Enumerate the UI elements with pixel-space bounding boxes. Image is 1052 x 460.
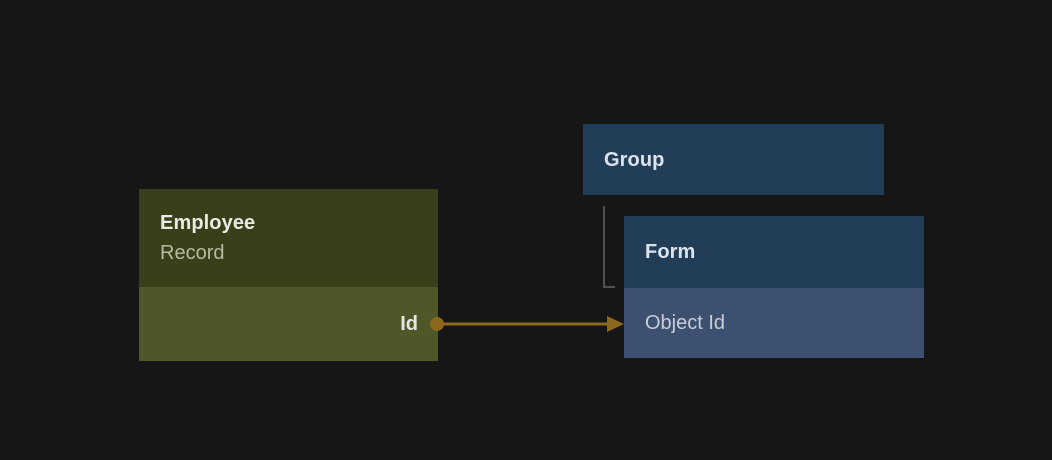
field-id[interactable]: Id bbox=[139, 287, 438, 361]
edge-id-to-object-id[interactable] bbox=[430, 316, 624, 332]
node-form-title: Form bbox=[645, 241, 696, 263]
field-object-id[interactable]: Object Id bbox=[624, 288, 924, 358]
edge-group-to-form[interactable] bbox=[603, 206, 615, 288]
node-form[interactable]: Form Object Id bbox=[624, 216, 924, 358]
node-form-header[interactable]: Form bbox=[624, 216, 924, 288]
edge-group-to-form-line[interactable] bbox=[603, 206, 615, 288]
node-employee-record-title: Employee bbox=[160, 212, 256, 234]
node-group-title: Group bbox=[604, 148, 665, 171]
node-employee-record[interactable]: Employee Record Id bbox=[139, 189, 438, 361]
field-id-label: Id bbox=[400, 312, 418, 335]
node-employee-record-subtitle: Record bbox=[160, 242, 225, 264]
node-employee-record-header[interactable]: Employee Record bbox=[139, 189, 438, 287]
node-group[interactable]: Group bbox=[583, 124, 884, 195]
edge-arrowhead-icon bbox=[607, 316, 624, 332]
field-object-id-label: Object Id bbox=[645, 311, 726, 334]
node-group-header[interactable]: Group bbox=[583, 124, 884, 195]
